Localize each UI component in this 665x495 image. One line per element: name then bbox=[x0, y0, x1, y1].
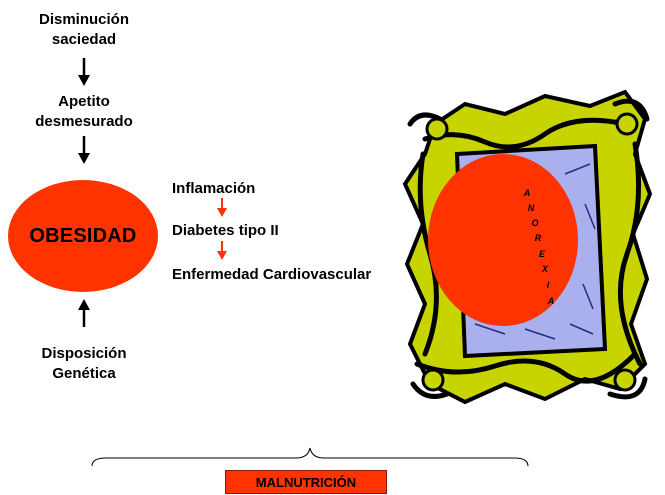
anorexia-ellipse bbox=[428, 154, 578, 326]
decreased-satiety-line1: Disminución bbox=[38, 11, 129, 28]
malnutrition-label: MALNUTRICIÓN bbox=[255, 474, 357, 490]
anorexia-letter: R bbox=[534, 233, 542, 243]
obesity-ellipse: OBESIDAD bbox=[8, 180, 158, 292]
bottom-brace bbox=[91, 447, 529, 467]
excessive-appetite-label: Apetito desmesurado bbox=[14, 92, 154, 132]
excessive-appetite-line1: Apetito bbox=[58, 93, 110, 110]
down-arrow-2 bbox=[78, 136, 90, 164]
down-arrow-1 bbox=[78, 58, 90, 86]
excessive-appetite-line2: desmesurado bbox=[35, 113, 133, 130]
anorexia-letter: N bbox=[527, 203, 535, 213]
malnutrition-box: MALNUTRICIÓN bbox=[225, 470, 387, 494]
decreased-satiety-line2: saciedad bbox=[51, 31, 117, 48]
consequence-inflammation: Inflamación bbox=[172, 180, 256, 197]
red-down-arrow-2 bbox=[217, 241, 227, 260]
red-down-arrow-1 bbox=[217, 198, 227, 217]
anorexia-letter: A bbox=[523, 188, 531, 198]
consequence-cardiovascular: Enfermedad Cardiovascular bbox=[172, 266, 372, 283]
anorexia-letter: I bbox=[546, 280, 550, 290]
genetic-disposition-line2: Genética bbox=[52, 365, 116, 382]
genetic-disposition-label: Disposición Genética bbox=[14, 344, 154, 384]
up-arrow bbox=[78, 299, 90, 327]
anorexia-letter: A bbox=[547, 296, 555, 306]
genetic-disposition-line1: Disposición bbox=[41, 345, 127, 362]
consequence-diabetes: Diabetes tipo II bbox=[172, 222, 279, 239]
anorexia-letter: E bbox=[538, 249, 545, 259]
obesity-label: OBESIDAD bbox=[29, 224, 137, 247]
anorexia-letter: X bbox=[541, 264, 548, 274]
anorexia-letter: O bbox=[531, 218, 539, 228]
decreased-satiety-label: Disminución saciedad bbox=[14, 10, 154, 50]
